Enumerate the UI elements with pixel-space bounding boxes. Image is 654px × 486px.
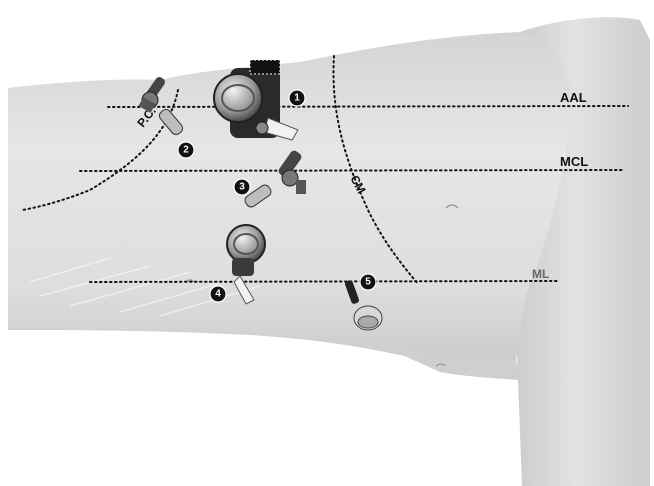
marker-1: 1 — [289, 90, 305, 106]
device-4-body — [232, 258, 254, 276]
marker-3-label: 3 — [239, 182, 245, 193]
mcl-label: MCL — [560, 154, 588, 169]
torso-silhouette — [8, 17, 650, 486]
marker-2-label: 2 — [183, 145, 189, 156]
marker-2: 2 — [178, 142, 194, 158]
device-1-valve — [256, 122, 268, 134]
marker-1-label: 1 — [294, 93, 300, 104]
marker-5: 5 — [360, 274, 376, 290]
device-5-ring — [358, 316, 378, 328]
device-3-valve — [296, 180, 306, 194]
marker-4: 4 — [210, 286, 226, 302]
marker-5-label: 5 — [365, 277, 371, 288]
marker-3: 3 — [234, 179, 250, 195]
device-1-cap — [250, 60, 280, 74]
ml-label: ML — [532, 267, 549, 281]
marker-4-label: 4 — [215, 289, 221, 300]
aal-label: AAL — [560, 90, 587, 105]
surgical-trocar-icon — [227, 225, 265, 263]
chest-abdomen-shape — [8, 32, 573, 370]
device-3-head — [282, 170, 298, 186]
